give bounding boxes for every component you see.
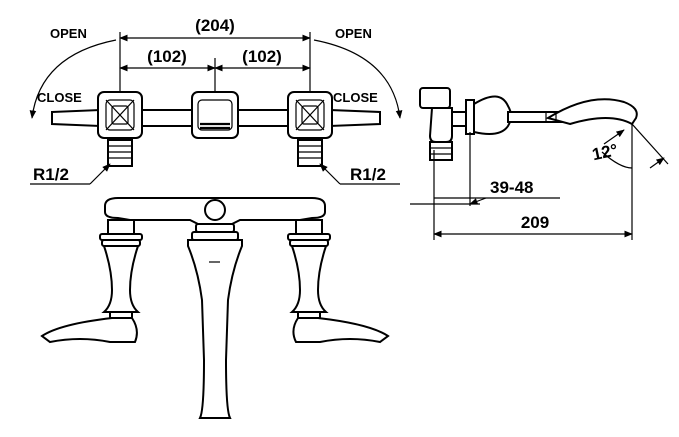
leader-line: [319, 163, 341, 185]
lever-right-outer: [329, 108, 381, 128]
side-aerator: [545, 111, 557, 123]
top-view: (204) (102) (102) OPEN OPEN CLOSE CLOSE: [29, 16, 403, 185]
lever-right-inner: [234, 109, 291, 127]
dim-arrow: [469, 197, 487, 205]
handle-right-top: [287, 91, 333, 139]
angle-arrow: [649, 157, 665, 169]
leader-line: [89, 163, 111, 185]
handle-right-front: [287, 219, 390, 344]
angle-line: [631, 123, 669, 165]
angle-arrow: [603, 129, 625, 145]
label-close-right: CLOSE: [333, 90, 378, 105]
label-thread-right: R1/2: [350, 165, 386, 184]
spout-front: [187, 223, 243, 419]
dim-spout-reach: 209: [521, 213, 549, 232]
label-open-right: OPEN: [335, 26, 372, 41]
side-connector: [429, 141, 453, 161]
side-handle-bulb: [473, 95, 512, 135]
rotation-arc-left: [29, 39, 117, 119]
connector-left: [107, 139, 133, 167]
dim-half-left: (102): [147, 47, 187, 66]
bridge-knob: [204, 199, 226, 221]
side-valve-top: [419, 87, 451, 109]
lever-left-outer: [51, 108, 101, 128]
side-spout-curve: [545, 98, 638, 126]
dim-deck-range: 39-48: [490, 178, 533, 197]
label-thread-left: R1/2: [33, 165, 69, 184]
dim-half-right: (102): [242, 47, 282, 66]
handle-left-top: [97, 91, 143, 139]
connector-right: [297, 139, 323, 167]
angle-arc: [601, 151, 633, 169]
side-view: 39-48 209 12°: [410, 87, 669, 240]
lever-left-inner: [139, 109, 196, 127]
rotation-arc-right: [313, 39, 403, 119]
spout-top: [191, 91, 239, 139]
label-close-left: CLOSE: [37, 90, 82, 105]
side-collar: [465, 99, 475, 135]
side-stem: [451, 111, 467, 127]
dim-spout-angle: 12°: [590, 140, 619, 164]
handle-left-front: [40, 219, 143, 344]
label-open-left: OPEN: [50, 26, 87, 41]
front-view: [40, 197, 390, 419]
side-valve-body: [428, 107, 453, 143]
dim-overall-width: (204): [195, 16, 235, 35]
